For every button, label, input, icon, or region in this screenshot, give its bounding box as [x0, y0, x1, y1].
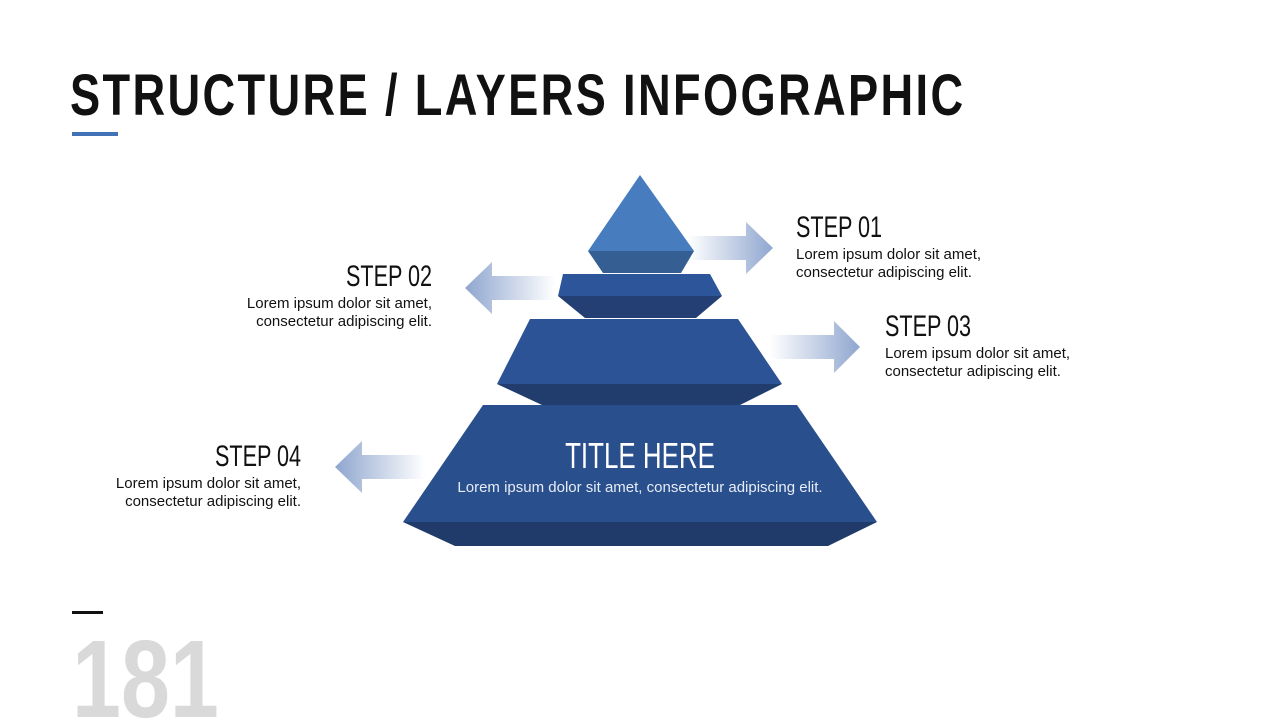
layer-3: [497, 319, 782, 384]
step-text: Lorem ipsum dolor sit amet,consectetur a…: [796, 246, 982, 281]
layer-1-apex: [588, 175, 694, 251]
step-03: STEP 03 Lorem ipsum dolor sit amet,conse…: [885, 311, 1070, 381]
arrow-step-02: [465, 262, 555, 314]
layer-1-shadow: [588, 251, 694, 273]
center-text: Lorem ipsum dolor sit amet, consectetur …: [457, 479, 823, 496]
step-02: STEP 02 Lorem ipsum dolor sit amet,conse…: [247, 261, 432, 331]
step-label: STEP 01: [796, 211, 883, 244]
layer-2-shadow: [558, 296, 722, 318]
center-block: TITLE HERE Lorem ipsum dolor sit amet, c…: [403, 435, 877, 497]
step-label: STEP 03: [885, 310, 972, 343]
center-title: TITLE HERE: [565, 435, 715, 476]
step-text: Lorem ipsum dolor sit amet,consectetur a…: [885, 345, 1071, 380]
arrow-step-01: [688, 222, 773, 274]
step-label: STEP 02: [345, 260, 432, 293]
layer-2: [558, 274, 722, 296]
page-title: STRUCTURE / LAYERS INFOGRAPHIC: [70, 63, 966, 128]
step-01: STEP 01 Lorem ipsum dolor sit amet,conse…: [796, 212, 981, 282]
step-text: Lorem ipsum dolor sit amet,consectetur a…: [115, 475, 301, 510]
step-text: Lorem ipsum dolor sit amet,consectetur a…: [246, 295, 432, 330]
step-label: STEP 04: [214, 440, 301, 473]
layer-4-shadow: [403, 522, 877, 546]
arrow-step-03: [770, 321, 860, 373]
layer-3-shadow: [497, 384, 782, 405]
step-04: STEP 04 Lorem ipsum dolor sit amet,conse…: [116, 441, 301, 511]
arrow-step-04: [335, 441, 425, 493]
title-accent-bar: [72, 132, 118, 136]
page-number-rule: [72, 611, 103, 614]
page-number: 181: [72, 618, 219, 720]
layer-4: [403, 405, 877, 522]
